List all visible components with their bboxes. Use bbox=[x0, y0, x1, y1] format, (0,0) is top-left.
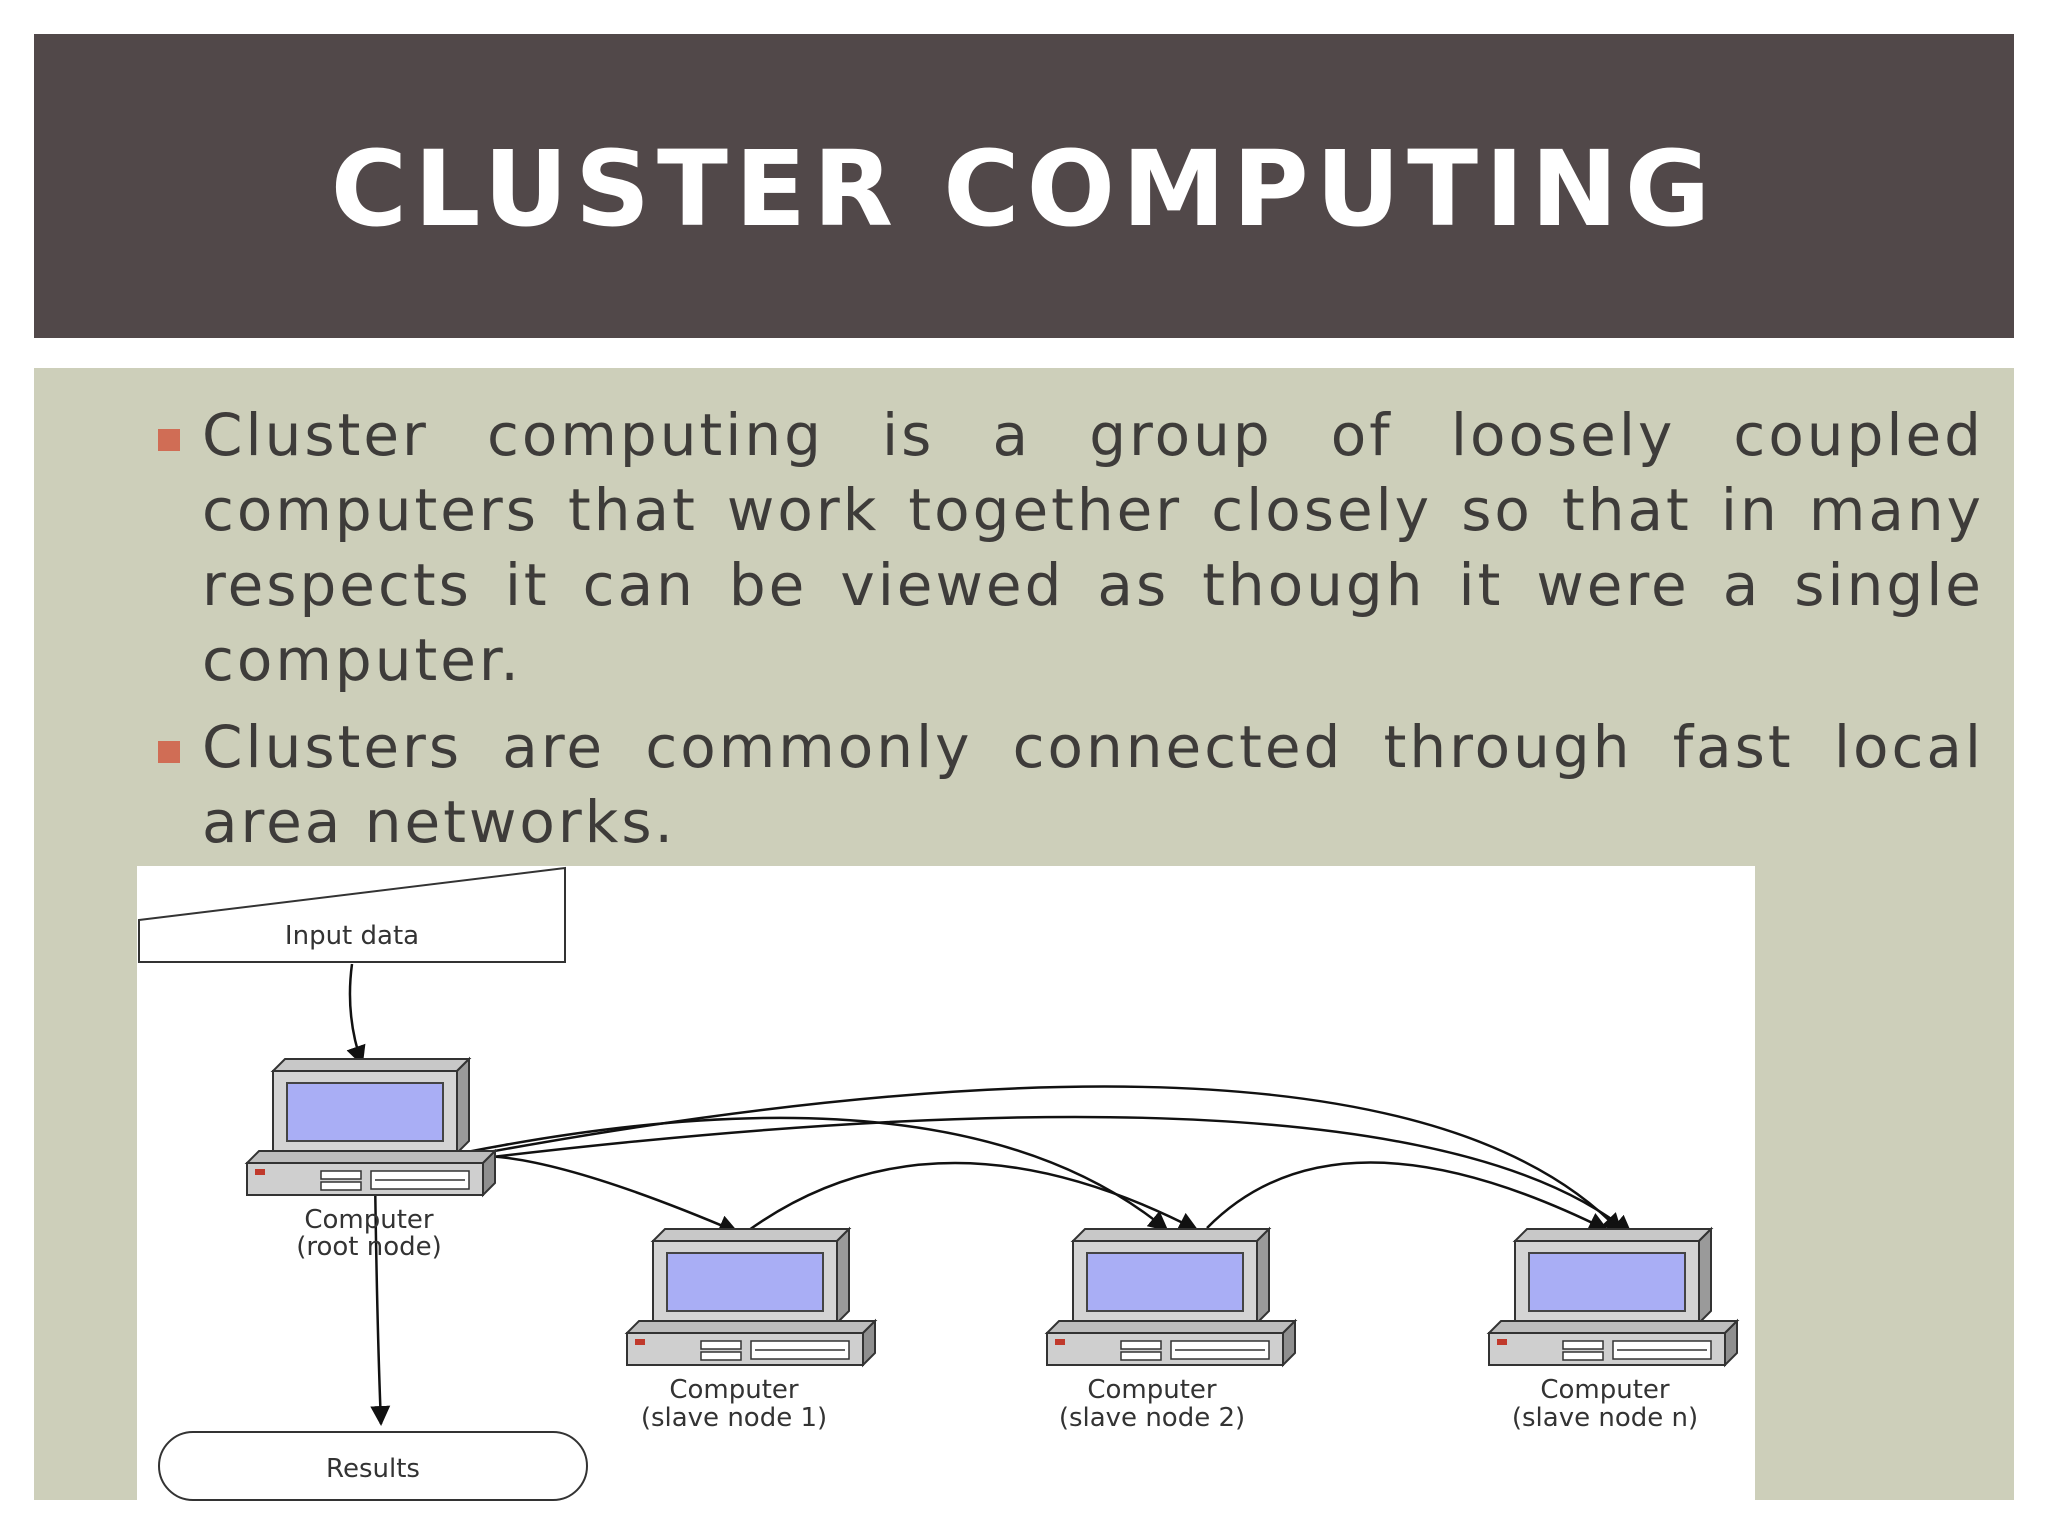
cluster-diagram-svg: Input data Results Computer bbox=[138, 866, 1738, 1501]
computer-icon bbox=[1046, 1228, 1296, 1366]
bullet-list: Cluster computing is a group of loosely … bbox=[122, 398, 1984, 872]
arrow-root-to-slave-n bbox=[466, 1085, 1623, 1234]
arrow-input-to-root bbox=[346, 963, 366, 1066]
arrow-root-to-slave-1 bbox=[466, 1154, 739, 1235]
slave-node-1: Computer (slave node 1) bbox=[626, 1228, 876, 1433]
root-node: Computer (root node) bbox=[246, 1058, 496, 1262]
slave-node-label-line2: (slave node 1) bbox=[641, 1403, 827, 1433]
title-bar: CLUSTER COMPUTING bbox=[34, 34, 2014, 338]
slave-node-label-line1: Computer bbox=[1087, 1375, 1217, 1405]
bullet-item: Cluster computing is a group of loosely … bbox=[122, 398, 1984, 698]
slave-node-label-line2: (slave node 2) bbox=[1059, 1403, 1245, 1433]
slave-node-2: Computer (slave node 2) bbox=[1046, 1228, 1296, 1433]
slave-node-n: Computer (slave node n) bbox=[1488, 1228, 1738, 1433]
bullet-square-icon bbox=[158, 429, 180, 451]
slave-node-label-line2: (slave node n) bbox=[1512, 1403, 1698, 1433]
slave-node-label-line1: Computer bbox=[669, 1375, 799, 1405]
computer-icon bbox=[1488, 1228, 1738, 1366]
connection-arrows bbox=[346, 963, 1633, 1426]
cluster-diagram: Input data Results Computer bbox=[137, 866, 1755, 1502]
slide-title: CLUSTER COMPUTING bbox=[330, 128, 1718, 250]
bullet-square-icon bbox=[158, 741, 180, 763]
computer-icon bbox=[626, 1228, 876, 1366]
results-label: Results bbox=[326, 1454, 420, 1484]
root-node-label-line1: Computer bbox=[304, 1205, 434, 1235]
arrow-root-to-slave-2 bbox=[466, 1116, 1169, 1232]
arrow-root-to-slave-n-2 bbox=[466, 1115, 1633, 1236]
results-terminal: Results bbox=[158, 1431, 588, 1501]
content-area: Cluster computing is a group of loosely … bbox=[34, 368, 2014, 1502]
bullet-item: Clusters are commonly connected through … bbox=[122, 710, 1984, 860]
slave-node-label-line1: Computer bbox=[1540, 1375, 1670, 1405]
input-data-label: Input data bbox=[285, 921, 419, 951]
arrow-slave-n-to-slave-2 bbox=[1206, 1161, 1609, 1232]
bullet-text: Cluster computing is a group of loosely … bbox=[202, 401, 1984, 694]
arrow-root-to-results bbox=[370, 1173, 391, 1426]
computer-icon bbox=[246, 1058, 496, 1196]
arrow-slave-1-to-slave-2 bbox=[748, 1161, 1199, 1232]
input-data-box: Input data bbox=[138, 866, 566, 963]
bullet-text: Clusters are commonly connected through … bbox=[202, 713, 1984, 856]
root-node-label-line2: (root node) bbox=[296, 1232, 442, 1262]
